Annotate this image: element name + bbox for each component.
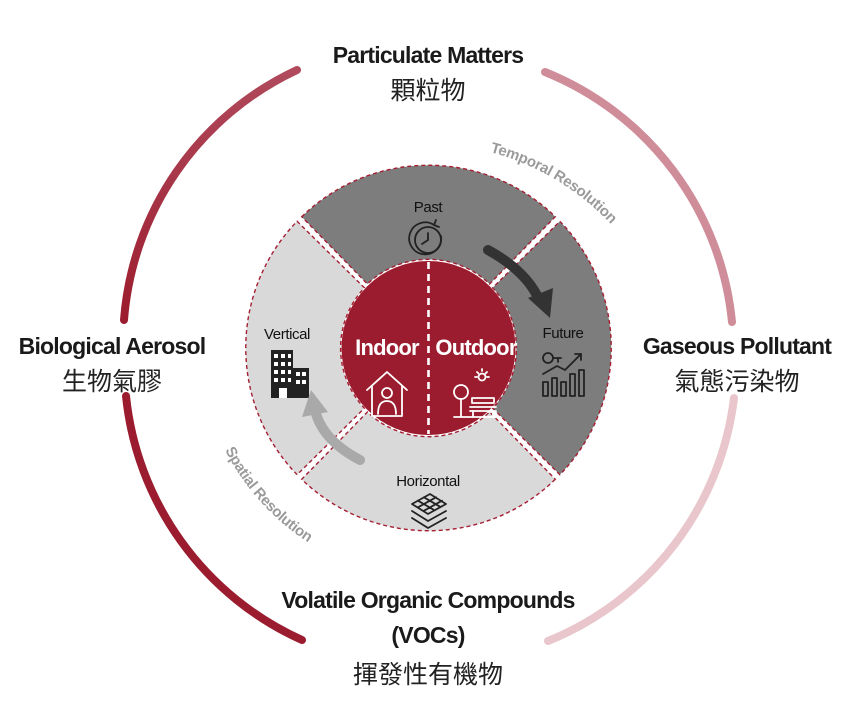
spatial-arrow bbox=[302, 390, 365, 465]
voc-label-zh: 揮發性有機物 bbox=[353, 660, 503, 689]
bio-label-en: Biological Aerosol bbox=[19, 333, 206, 359]
office-building-icon bbox=[271, 350, 309, 398]
house-person-icon bbox=[366, 371, 408, 417]
outer-arc-top-left bbox=[120, 66, 301, 324]
growth-chart-icon bbox=[542, 352, 585, 397]
gas-label-zh: 氣態污染物 bbox=[674, 367, 799, 396]
outer-arc-bottom-right bbox=[544, 394, 738, 645]
layered-grid-icon bbox=[411, 493, 447, 529]
past-label: Past bbox=[414, 199, 444, 216]
horizontal-label: Horizontal bbox=[396, 473, 460, 490]
park-bench-sun-icon bbox=[453, 368, 499, 418]
sector-vertical bbox=[245, 220, 366, 476]
bio-label-zh: 生物氣膠 bbox=[62, 367, 162, 396]
outer-arc-top-right bbox=[541, 68, 736, 326]
particulate-label-en: Particulate Matters bbox=[333, 42, 524, 68]
clock-rewind-icon bbox=[408, 219, 443, 256]
future-label: Future bbox=[543, 325, 584, 342]
center-circle: Indoor Outdoor bbox=[341, 261, 519, 435]
indoor-label: Indoor bbox=[355, 335, 420, 360]
gas-label-en: Gaseous Pollutant bbox=[643, 333, 832, 359]
sector-future bbox=[491, 220, 612, 476]
outer-ring bbox=[120, 66, 738, 645]
vertical-label: Vertical bbox=[264, 326, 310, 343]
outer-arc-bottom-left bbox=[122, 392, 306, 644]
temporal-arrow bbox=[483, 245, 553, 318]
voc-label-en-line2: (VOCs) bbox=[391, 622, 464, 648]
sector-horizontal bbox=[300, 411, 557, 532]
outdoor-label: Outdoor bbox=[435, 335, 517, 360]
voc-label-en-line1: Volatile Organic Compounds bbox=[281, 587, 574, 613]
particulate-label-zh: 顆粒物 bbox=[390, 76, 465, 105]
